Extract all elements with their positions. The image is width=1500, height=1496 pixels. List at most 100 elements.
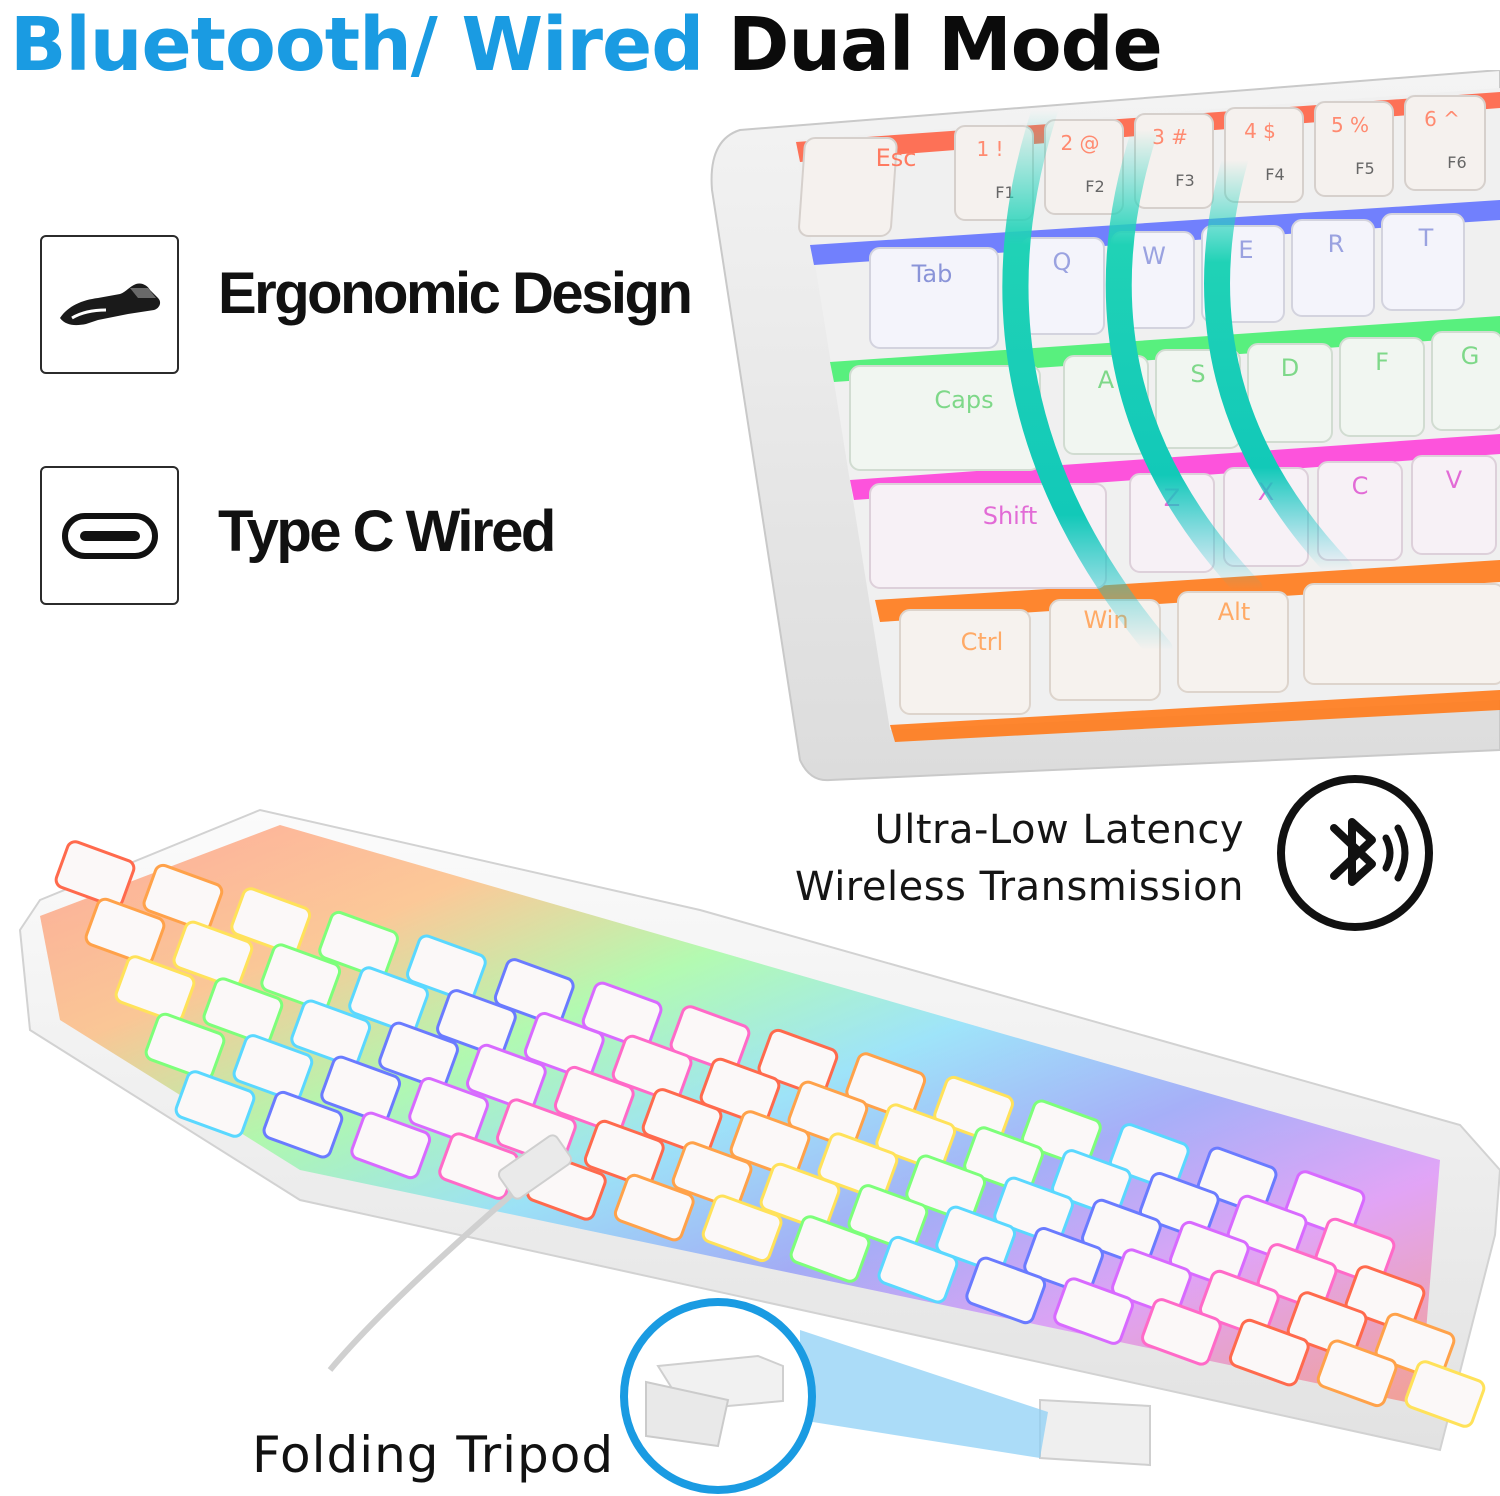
keycap: [320, 1055, 402, 1124]
keycap: [350, 1111, 432, 1180]
keycap: [581, 981, 663, 1050]
svg-text:F4: F4: [1265, 165, 1284, 184]
keycap: [935, 1205, 1017, 1274]
tripod-highlight: [800, 1330, 1048, 1458]
keycap: [230, 887, 312, 955]
keycap: [817, 1132, 899, 1200]
keycap: [965, 1256, 1047, 1325]
svg-text:T: T: [1418, 224, 1434, 252]
keycap: [260, 943, 342, 1011]
keycap: [1053, 1277, 1134, 1345]
keycap: [1198, 1269, 1280, 1338]
svg-text:C: C: [1352, 472, 1369, 500]
wave-arcs: [1002, 97, 1353, 663]
keycap: [290, 999, 372, 1068]
svg-text:D: D: [1281, 354, 1299, 382]
keycap: [759, 1162, 841, 1231]
keycap: [729, 1110, 811, 1178]
svg-text:Alt: Alt: [1218, 598, 1251, 626]
keycap: [406, 934, 487, 1003]
wireless-line2: Wireless Transmission: [795, 864, 1244, 910]
keycap: [262, 1090, 344, 1159]
keycap: [963, 1126, 1044, 1194]
headline-dark: Dual Mode: [727, 2, 1163, 88]
keycap: [583, 1119, 665, 1188]
headline: Bluetooth/ Wired Dual Mode: [10, 8, 1163, 82]
keycap: [1023, 1227, 1104, 1295]
keycap: [641, 1088, 723, 1156]
keycap: [613, 1173, 695, 1242]
svg-text:F2: F2: [1085, 177, 1104, 196]
keycap: [669, 1005, 751, 1073]
key-grid: [54, 840, 1486, 1428]
keycap: [172, 920, 254, 989]
svg-text:S: S: [1190, 360, 1205, 388]
svg-text:Q: Q: [1053, 248, 1072, 276]
svg-text:Caps: Caps: [934, 386, 993, 414]
key-esc: Esc: [876, 144, 917, 172]
svg-text:R: R: [1328, 230, 1345, 258]
svg-text:V: V: [1446, 466, 1463, 494]
feature-type-c-label: Type C Wired: [218, 499, 556, 564]
keycap: [408, 1077, 489, 1145]
svg-text:G: G: [1461, 342, 1480, 370]
keycap: [142, 863, 224, 932]
keycap: [84, 897, 166, 966]
keycap: [466, 1043, 547, 1112]
keycap: [701, 1194, 783, 1263]
svg-text:5 %: 5 %: [1331, 113, 1369, 137]
hand-icon: [59, 282, 160, 325]
tripod-zoom: [620, 1298, 816, 1494]
keycap: [114, 955, 196, 1023]
keycap: [553, 1065, 635, 1134]
keycap: [54, 840, 136, 908]
svg-text:F3: F3: [1175, 171, 1194, 190]
keycap: [847, 1184, 929, 1252]
keycap: [1081, 1198, 1162, 1267]
svg-text:4 $: 4 $: [1244, 119, 1276, 143]
tripod-label: Folding Tripod: [252, 1426, 615, 1484]
keycap: [877, 1235, 959, 1304]
keyboard-closeup-image: Esc 1 ! 2 @ 3 # 4 $ 5 % 6 ^ F1 F2 F3 F4 …: [700, 70, 1500, 790]
svg-text:F6: F6: [1447, 153, 1466, 172]
svg-text:Shift: Shift: [983, 502, 1038, 530]
keycap: [993, 1176, 1074, 1245]
keycap: [348, 966, 429, 1034]
keycap: [757, 1028, 839, 1097]
keycap: [1228, 1318, 1310, 1387]
keycap: [611, 1034, 693, 1103]
svg-text:6 ^: 6 ^: [1424, 107, 1460, 131]
svg-text:1 !: 1 !: [976, 137, 1003, 161]
keycap: [671, 1141, 753, 1209]
keyboard-full-image: [0, 730, 1500, 1493]
keycap: [493, 958, 575, 1026]
keycap: [699, 1057, 781, 1126]
keycap: [875, 1103, 957, 1171]
keycap: [789, 1215, 871, 1283]
feature-ergonomic-label: Ergonomic Design: [218, 261, 693, 326]
type-c-icon-box: [40, 466, 179, 605]
svg-text:A: A: [1098, 366, 1115, 394]
ergonomic-icon-box: [40, 235, 179, 374]
keycap: [378, 1021, 459, 1090]
keycap: [845, 1052, 927, 1120]
wireless-text: Ultra-Low Latency Wireless Transmission: [795, 802, 1244, 916]
keycap: [1141, 1298, 1222, 1366]
keycap: [905, 1154, 987, 1223]
svg-text:W: W: [1142, 242, 1166, 270]
svg-text:F5: F5: [1355, 159, 1374, 178]
keycap: [787, 1080, 869, 1149]
keycap: [436, 989, 517, 1057]
svg-text:F1: F1: [995, 183, 1014, 202]
keycap: [1111, 1248, 1192, 1316]
keycap: [318, 910, 399, 979]
wireless-line1: Ultra-Low Latency: [874, 807, 1244, 853]
keycap: [144, 1012, 226, 1081]
headline-accent: Bluetooth/ Wired: [10, 2, 704, 88]
keycap: [523, 1012, 605, 1080]
keycap: [202, 977, 284, 1045]
bluetooth-wave-icon: [1277, 775, 1433, 931]
usb-c-port-icon: [61, 512, 158, 559]
keycap: [174, 1070, 256, 1138]
svg-text:3 #: 3 #: [1152, 125, 1188, 149]
